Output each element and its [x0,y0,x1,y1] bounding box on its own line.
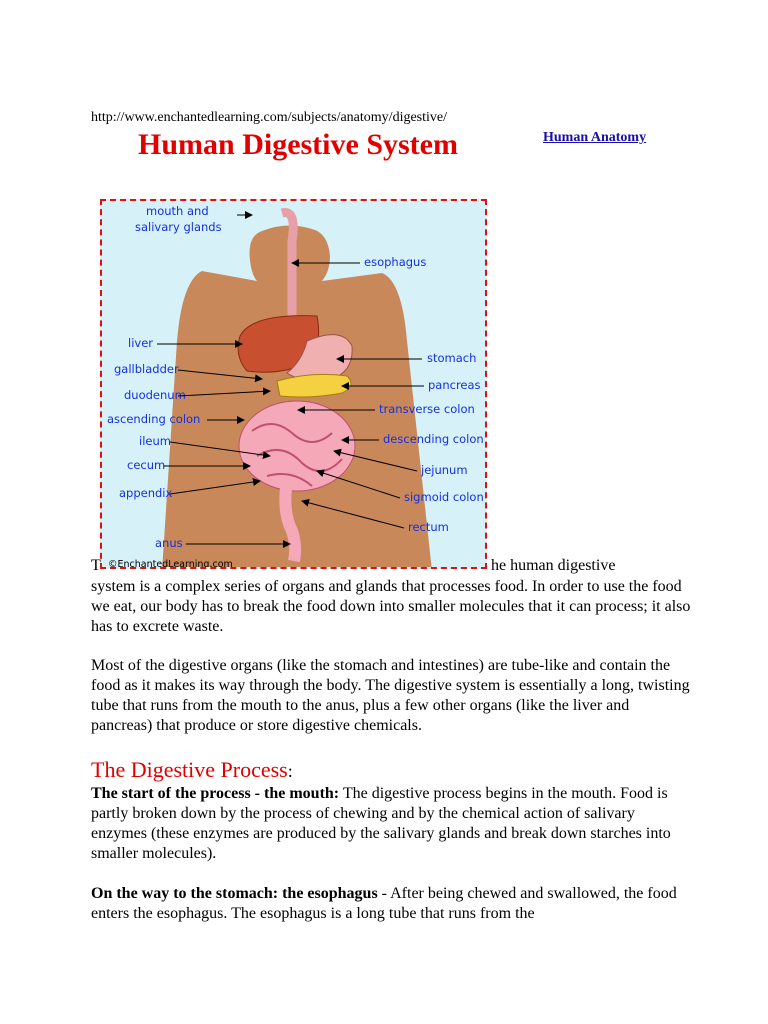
label-sigmoid-colon: sigmoid colon [404,490,484,504]
diagram-svg: mouth and salivary glands esophagus live… [107,204,484,569]
paragraph-organs: Most of the digestive organs (like the s… [91,657,690,734]
pancreas-shape [276,373,352,398]
label-ascending-colon: ascending colon [107,412,200,426]
copyright-text: ©EnchantedLearning.com [108,559,233,569]
label-gallbladder: gallbladder [114,362,179,376]
intro-line1: he human digestive [491,557,616,574]
digestive-system-diagram: mouth and salivary glands esophagus live… [100,199,487,569]
label-ileum: ileum [139,434,171,448]
rectum-shape [279,480,302,563]
label-descending-colon: descending colon [383,432,484,446]
paragraph-esophagus: On the way to the stomach: the esophagus… [91,884,691,924]
label-cecum: cecum [127,458,165,472]
human-anatomy-link[interactable]: Human Anatomy [543,130,647,145]
section-heading: The Digestive Process: [91,757,293,783]
label-liver: liver [128,336,153,350]
label-appendix: appendix [119,486,173,500]
paragraph-mouth: The start of the process - the mouth: Th… [91,784,691,864]
section-heading-colon: : [287,761,293,781]
label-esophagus: esophagus [364,255,426,269]
label-jejunum: jejunum [420,463,468,477]
label-mouth-2: salivary glands [135,220,222,234]
label-duodenum: duodenum [124,388,186,402]
page-title: Human Digestive System [138,128,458,161]
section-heading-text: The Digestive Process [91,757,288,782]
label-transverse-colon: transverse colon [379,402,475,416]
label-stomach: stomach [427,351,476,365]
esophagus-text: - After being chewed and swallowed, the … [91,885,677,922]
label-rectum: rectum [408,520,449,534]
label-pancreas: pancreas [428,378,481,392]
intro-first-letter: T [91,557,101,574]
label-mouth-1: mouth and [146,204,209,218]
intro-paragraph: system is a complex series of organs and… [91,578,691,635]
label-anus: anus [155,536,183,550]
page-url: http://www.enchantedlearning.com/subject… [91,110,448,125]
esophagus-heading: On the way to the stomach: the esophagus [91,885,378,902]
mouth-text: The digestive process begins in the mout… [91,785,671,862]
mouth-heading: The start of the process - the mouth: [91,785,340,802]
